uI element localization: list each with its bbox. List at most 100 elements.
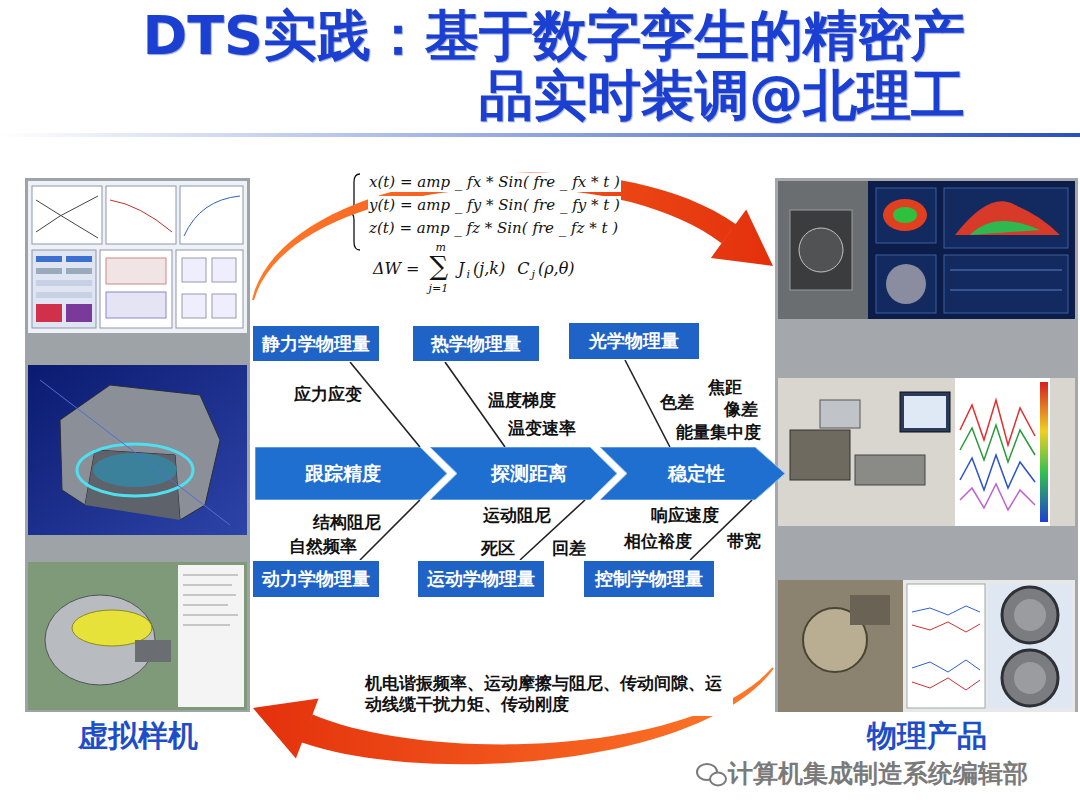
virtual-prototype-images: [60, 385, 220, 520]
virtual-prototype-images: [106, 258, 166, 284]
physical-product-photos: [960, 400, 1035, 445]
panel-heading: 虚拟样机: [25, 716, 250, 756]
physical-product-photos: [988, 584, 1072, 708]
virtual-prototype-images: [32, 186, 102, 244]
formula-text: C: [516, 259, 530, 279]
virtual-prototype-images: [32, 250, 96, 328]
title-rule: [0, 133, 1080, 137]
chevron-label: 探测距离: [457, 447, 600, 500]
physical-product-photos: [1002, 650, 1058, 706]
physical-product-photos: [790, 210, 852, 290]
virtual-prototype-images: [135, 640, 171, 662]
spine-chevron: 跟踪精度: [255, 447, 447, 500]
virtual-prototype-images: [28, 181, 247, 333]
physical-product-photos: [960, 425, 1035, 462]
physical-product-photos: [1014, 662, 1046, 694]
formula-text: y(t) = amp _ fy * Sin( fre _ fy * t ): [368, 196, 621, 215]
category-box: 控制学物理量: [583, 560, 715, 598]
factor-label: 结构阻尼: [313, 512, 381, 532]
formula-index: m: [435, 241, 447, 255]
physical-product-photos: [907, 584, 985, 708]
physical-product-photos: [970, 221, 1040, 235]
virtual-prototype-images: [28, 365, 247, 535]
virtual-prototype-images: [100, 250, 172, 328]
formula-index: j=1: [428, 282, 450, 296]
category-box: 静力学物理量: [252, 325, 380, 362]
chevron-shape: [255, 447, 447, 500]
wechat-icon: [697, 764, 726, 786]
physical-product-photos: [778, 580, 1075, 712]
factor-label: 自然频率: [289, 536, 357, 556]
chevron-shape: [600, 447, 785, 500]
flow-arrow: [253, 667, 774, 764]
factor-label: 像差: [724, 399, 758, 419]
factor-label: 带宽: [727, 531, 761, 551]
formula-text: J: [457, 259, 465, 279]
panel-heading: 物理产品: [775, 716, 1078, 756]
physical-product-photos: [950, 290, 1062, 291]
box-label: 运动学物理量: [427, 568, 535, 590]
watermark-text: 计算机集成制造系统编辑部: [728, 759, 1028, 789]
chevron-label: 稳定性: [627, 447, 765, 500]
virtual-prototype-images: [110, 200, 172, 232]
physical-product-photos: [912, 606, 980, 615]
virtual-prototype-images: [93, 453, 177, 487]
category-box: 热学物理量: [412, 325, 540, 362]
virtual-prototype-images: [66, 268, 92, 274]
physical-product-photos: [883, 199, 927, 231]
physical-product-photos: [855, 455, 925, 485]
physical-product-photos: [893, 207, 917, 223]
physical-product-photos: [944, 255, 1068, 313]
physical-product-photos: [799, 228, 843, 272]
image-panel: 虚拟样机: [25, 178, 250, 760]
virtual-prototype-images: [184, 196, 240, 236]
formula-symbol: ∑: [429, 250, 450, 283]
image-panel: 物理产品: [775, 178, 1078, 760]
factor-label: 温度梯度: [488, 390, 556, 410]
physical-product-photos: [778, 181, 1075, 319]
physical-product-photos: [904, 396, 946, 428]
factor-label: 能量集中度: [676, 422, 761, 442]
physical-product-photos: [876, 188, 936, 243]
virtual-prototype-images: [36, 196, 98, 232]
virtual-prototype-images: [36, 256, 62, 262]
physical-product-photos: [850, 595, 890, 625]
formula-index: j: [530, 268, 535, 282]
virtual-prototype-images: [212, 258, 236, 282]
physical-product-photos: [1014, 599, 1046, 631]
factor-label: 温变速率: [508, 418, 576, 438]
formula-text: (ρ,θ): [537, 259, 576, 279]
virtual-prototype-images: [183, 595, 236, 596]
virtual-prototype-images: [183, 625, 230, 626]
slide-title: DTS实践：基于数字孪生的精密产品实时装调@北理工: [115, 6, 965, 126]
virtual-prototype-images: [77, 444, 193, 496]
virtual-prototype-images: [36, 304, 62, 322]
physical-product-photos: [912, 622, 980, 632]
virtual-prototype-images: [25, 178, 250, 712]
physical-product-photos: [1040, 382, 1048, 522]
category-box: 动力学物理量: [252, 560, 380, 598]
physical-product-photos: [775, 178, 1078, 712]
formula-text: ΔW =: [372, 259, 421, 279]
virtual-prototype-images: [28, 562, 247, 710]
virtual-prototype-images: [183, 585, 232, 586]
virtual-prototype-images: [36, 280, 92, 286]
chevron-label: 跟踪精度: [255, 447, 430, 500]
physical-product-photos: [778, 378, 1075, 526]
box-label: 控制学物理量: [595, 568, 703, 590]
virtual-prototype-images: [176, 250, 243, 328]
virtual-prototype-images: [36, 200, 98, 238]
fishbone-line: [350, 362, 420, 447]
physical-product-photos: [912, 678, 980, 690]
category-box: 运动学物理量: [417, 560, 545, 598]
wechat-icon: [710, 773, 726, 786]
category-box: 光学物理量: [568, 322, 700, 360]
box-label: 静力学物理量: [262, 333, 370, 355]
physical-product-photos: [1002, 587, 1058, 643]
box-label: 光学物理量: [589, 330, 679, 352]
physical-product-photos: [944, 188, 1068, 248]
factor-label: 响应速度: [651, 505, 719, 525]
formula-text: (j,k): [472, 259, 506, 279]
physical-product-photos: [955, 201, 1060, 235]
